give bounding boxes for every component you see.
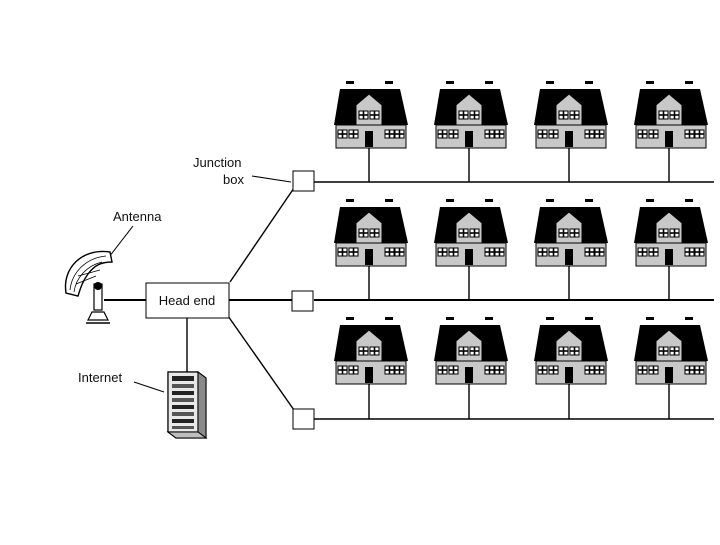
head-end-label: Head end [159, 293, 215, 308]
feeder-line-top [229, 187, 295, 283]
antenna-leader [108, 225, 134, 258]
internet-leader [133, 381, 165, 393]
house-icon [634, 199, 708, 300]
junction-box-leader [251, 175, 292, 183]
antenna-label: Antenna [113, 209, 162, 224]
internet-label: Internet [78, 370, 122, 385]
junction-box-middle [291, 290, 314, 312]
house-icon [434, 317, 508, 419]
house-icon [434, 81, 508, 182]
feeder-line-bottom [227, 315, 295, 411]
satellite-dish-icon [64, 250, 113, 324]
houses-layer [334, 81, 708, 419]
junction-box-bottom [292, 408, 315, 430]
junction-box-top [292, 170, 315, 192]
house-icon [634, 317, 708, 419]
house-icon [334, 81, 408, 182]
junction-box-label-line1: Junction [193, 155, 241, 170]
house-icon [434, 199, 508, 300]
house-icon [334, 317, 408, 419]
house-icon [534, 81, 608, 182]
house-icon [334, 199, 408, 300]
head-end-box [145, 282, 230, 319]
house-icon [534, 199, 608, 300]
junction-box-label-line2: box [223, 172, 244, 187]
house-icon [634, 81, 708, 182]
house-icon [534, 317, 608, 419]
server-rack-icon [166, 371, 208, 439]
